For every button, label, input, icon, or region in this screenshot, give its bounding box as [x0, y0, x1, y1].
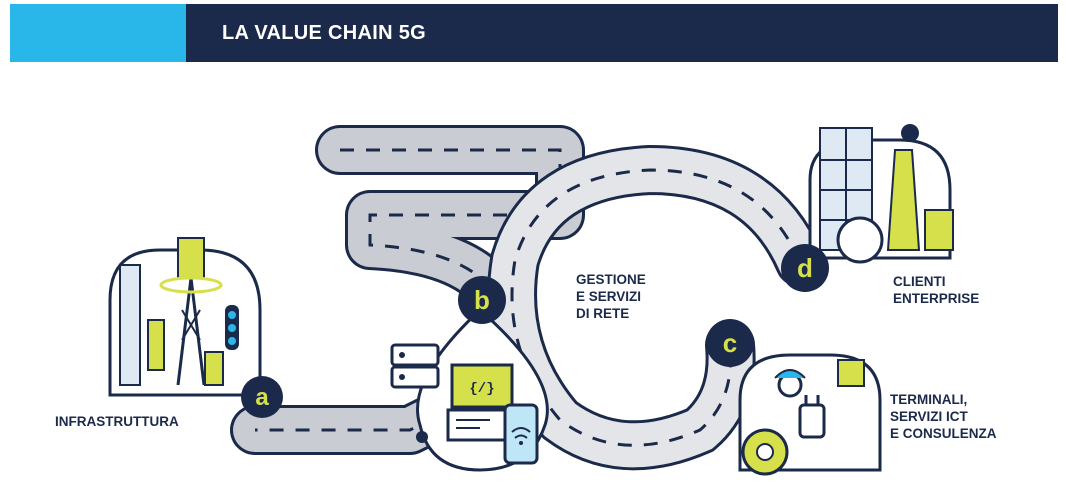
header-bar: LA VALUE CHAIN 5G — [186, 4, 1058, 62]
infrastructure-bubble — [108, 237, 262, 397]
gear-icon — [741, 428, 789, 476]
smartphone-icon — [503, 403, 539, 465]
label-terminali: TERMINALI, SERVIZI ICT E CONSULENZA — [890, 391, 997, 442]
cell-tower-icon — [159, 237, 223, 386]
page-title: LA VALUE CHAIN 5G — [222, 21, 426, 44]
label-line: INFRASTRUTTURA — [55, 414, 179, 429]
label-line: GESTIONE — [576, 272, 646, 287]
worker-icon — [774, 369, 826, 439]
terminals-bubble — [738, 353, 882, 476]
label-line: E CONSULENZA — [890, 426, 997, 441]
badge-d: d — [781, 244, 829, 292]
label-line: TERMINALI, — [890, 392, 968, 407]
svg-text:d: d — [797, 253, 813, 283]
server-icon — [390, 343, 440, 389]
badge-b: b — [458, 276, 506, 324]
label-line: ENTERPRISE — [893, 291, 980, 306]
svg-text:c: c — [723, 328, 737, 358]
label-line: E SERVIZI — [576, 289, 642, 304]
label-infrastruttura: INFRASTRUTTURA — [55, 413, 179, 430]
label-line: DI RETE — [576, 306, 630, 321]
badge-a: a — [241, 376, 283, 418]
header-banner: LA VALUE CHAIN 5G — [10, 4, 1058, 62]
label-gestione: GESTIONE E SERVIZI DI RETE — [576, 271, 646, 322]
label-line: SERVIZI ICT — [890, 409, 968, 424]
badge-c: c — [706, 319, 754, 367]
label-clienti: CLIENTI ENTERPRISE — [893, 273, 979, 307]
label-line: CLIENTI — [893, 274, 946, 289]
svg-text:{/}: {/} — [469, 381, 494, 397]
enterprise-bubble — [808, 124, 954, 264]
header-accent — [10, 4, 186, 62]
code-window-icon: {/} — [446, 363, 514, 442]
svg-text:a: a — [255, 384, 269, 411]
svg-text:b: b — [474, 285, 490, 315]
road-g — [487, 144, 825, 471]
network-services-bubble: {/} — [390, 307, 549, 472]
